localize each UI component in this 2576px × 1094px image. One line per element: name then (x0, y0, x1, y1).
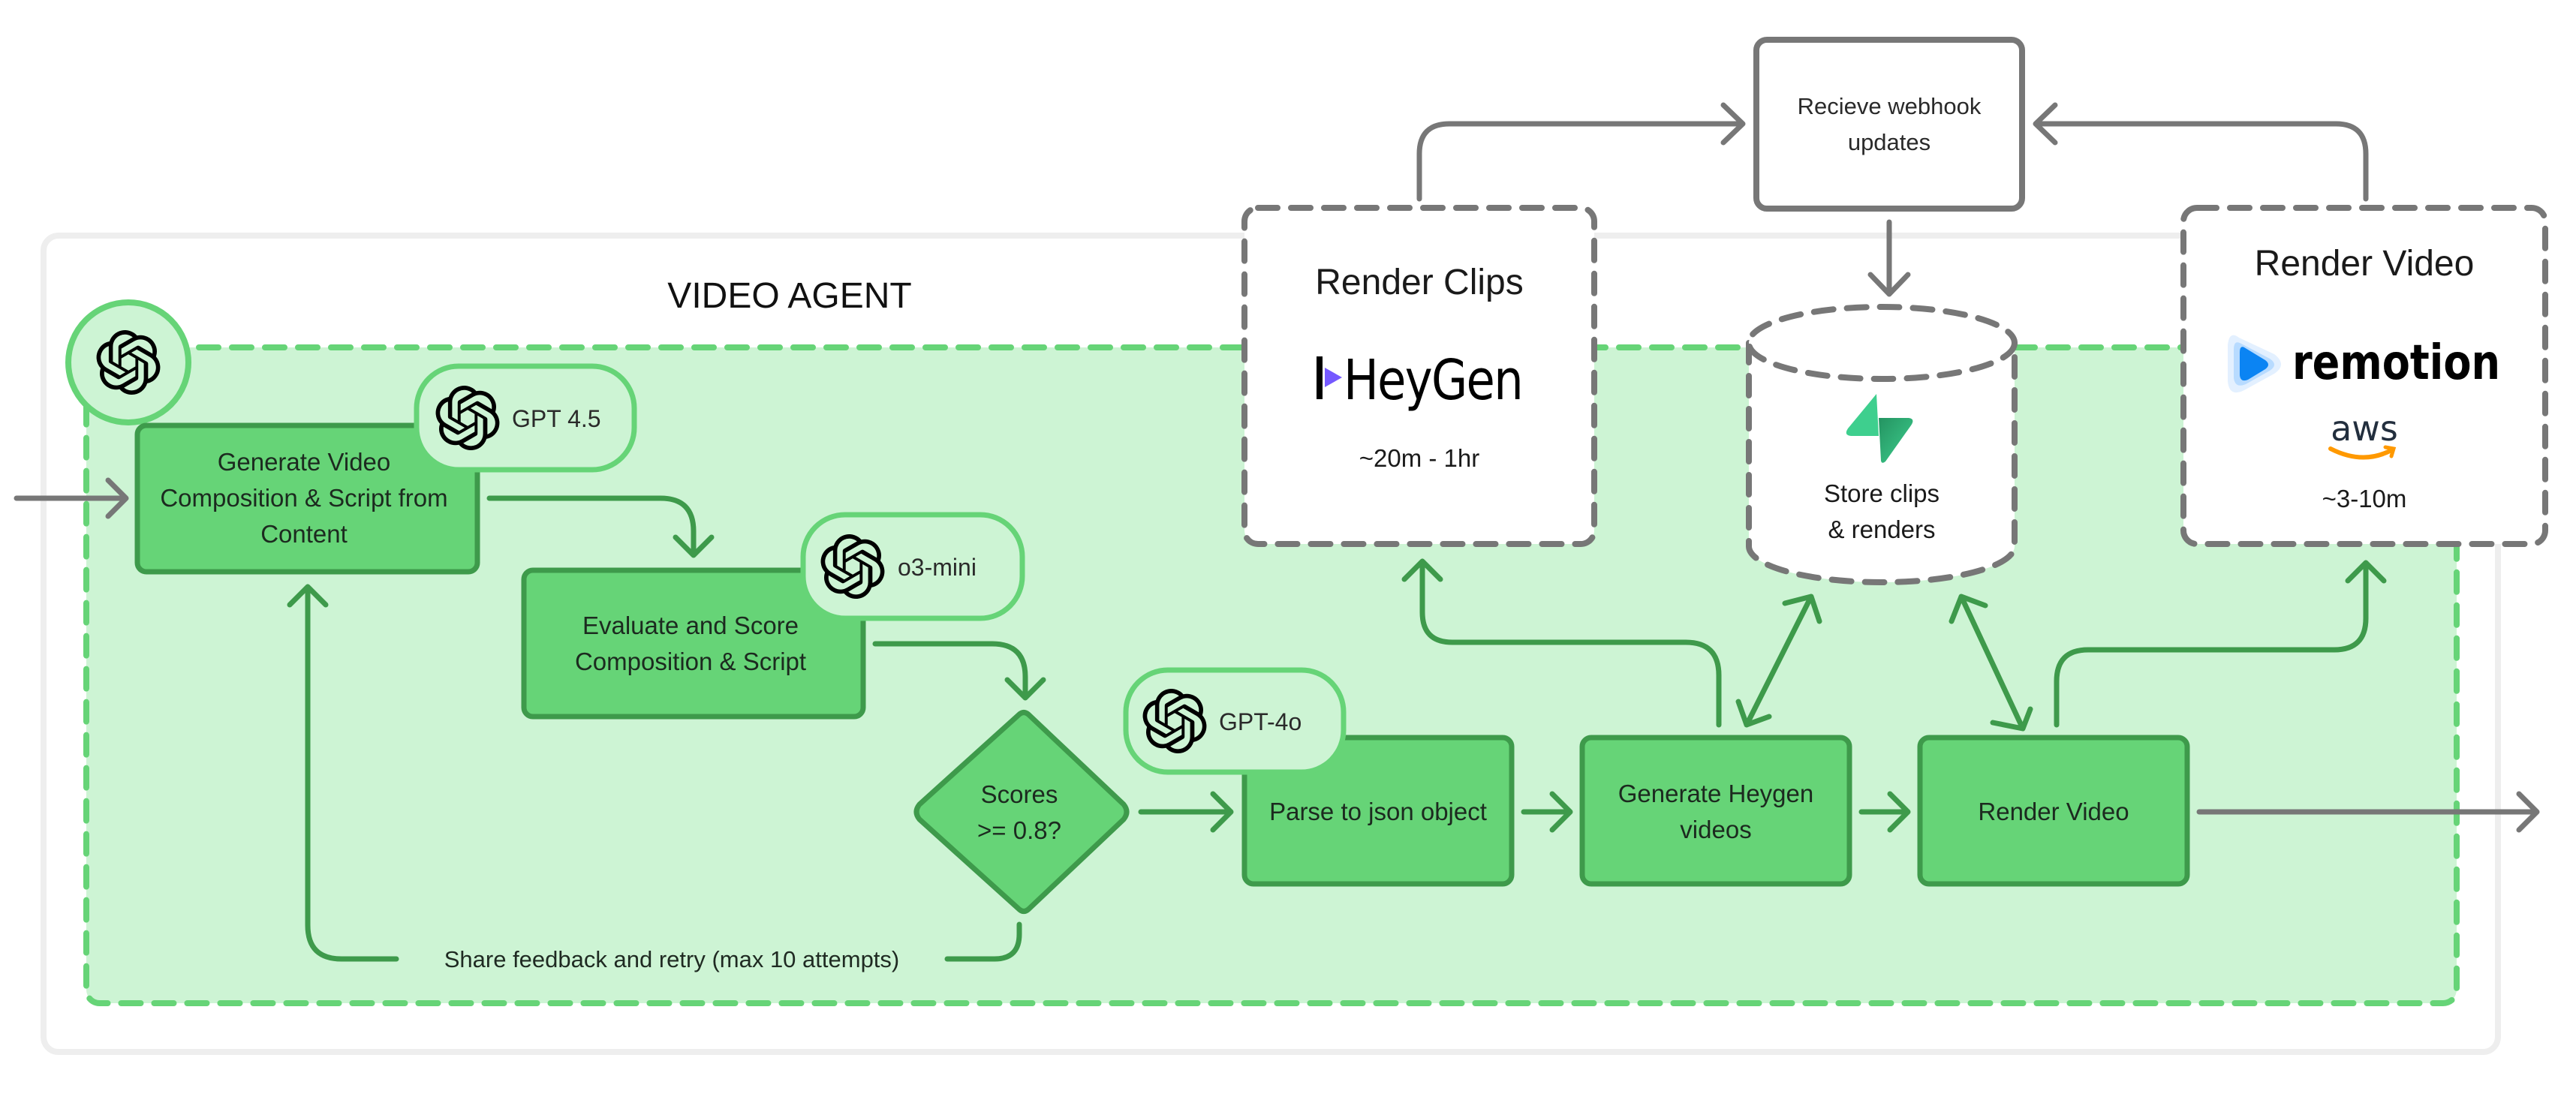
render-to-remotion-arrow (2054, 560, 2387, 728)
retry-feedback-arrow-left (287, 584, 399, 962)
render-storage-bidirectional-arrow (1949, 594, 2033, 732)
aws-logo-text: aws (2331, 408, 2398, 449)
storage-node[interactable]: Store clips & renders (1746, 304, 2018, 585)
generate-heygen-node[interactable]: Generate Heygen videos (1579, 735, 1852, 887)
evaluate-label-line-2: Composition & Script (575, 648, 806, 675)
decision-to-parse-arrow (1138, 791, 1234, 833)
webhook-to-storage-arrow (1867, 219, 1911, 297)
input-arrow (14, 477, 129, 519)
render-clips-service[interactable]: Render Clips HeyGen ~20m - 1hr (1241, 205, 1597, 547)
render-label: Render Video (1978, 798, 2129, 825)
heygen-label-line-1: Generate Heygen (1618, 780, 1814, 807)
evaluate-script-node[interactable]: Evaluate and Score Composition & Script (521, 567, 866, 720)
parse-json-node[interactable]: Parse to json object (1241, 735, 1515, 887)
decision-label-line-1: Scores (981, 780, 1058, 808)
render-video-duration: ~3-10m (2322, 485, 2407, 512)
heygen-logo-text: HeyGen (1344, 348, 1522, 413)
storage-label-line-1: Store clips (1824, 479, 1940, 507)
model-label: o3-mini (898, 554, 977, 581)
model-label: GPT-4o (1219, 708, 1302, 735)
diagram-title: VIDEO AGENT (667, 276, 911, 316)
model-badge-o3-mini: o3-mini (800, 512, 1025, 621)
render-clips-duration: ~20m - 1hr (1359, 444, 1480, 472)
model-badge-gpt-4o: GPT-4o (1123, 667, 1347, 775)
generate-label-line-1: Generate Video (218, 448, 391, 476)
heygen-logo: HeyGen (1317, 348, 1524, 413)
render-to-webhook-arrow (2033, 102, 2369, 202)
webhook-node[interactable]: Recieve webhook updates (1753, 37, 2025, 212)
model-label: GPT 4.5 (512, 405, 601, 432)
retry-feedback-label: Share feedback and retry (max 10 attempt… (444, 946, 900, 972)
clips-to-webhook-arrow (1416, 102, 1746, 202)
heygen-label-line-2: videos (1680, 816, 1751, 843)
parse-to-heygen-arrow (1521, 791, 1573, 833)
heygen-to-render-arrow (1858, 791, 1911, 833)
generate-script-node[interactable]: Generate Video Composition & Script from… (134, 422, 480, 575)
render-video-title: Render Video (2255, 244, 2475, 284)
output-arrow (2196, 791, 2540, 833)
generate-to-evaluate-arrow (486, 495, 715, 558)
aws-logo: aws (2328, 408, 2398, 460)
webhook-label-line-2: updates (1848, 129, 1930, 155)
supabase-logo-icon (1846, 394, 1913, 463)
remotion-logo: remotion (2228, 335, 2500, 393)
decision-label-line-2: >= 0.8? (977, 816, 1061, 844)
parse-label: Parse to json object (1269, 798, 1487, 825)
heygen-to-clips-arrow (1401, 558, 1722, 728)
render-clips-title: Render Clips (1315, 263, 1523, 302)
render-video-service[interactable]: Render Video remotion aws ~3-10m (2180, 205, 2548, 547)
heygen-storage-bidirectional-arrow (1735, 594, 1822, 728)
evaluate-to-decision-arrow (872, 641, 1046, 701)
render-video-node[interactable]: Render Video (1917, 735, 2190, 887)
model-badge-gpt-4-5: GPT 4.5 (414, 363, 637, 473)
score-decision-node[interactable]: Scores >= 0.8? (913, 710, 1130, 914)
generate-label-line-2: Composition & Script from (160, 484, 447, 512)
remotion-logo-text: remotion (2292, 335, 2500, 391)
webhook-label-line-1: Recieve webhook (1798, 93, 1982, 119)
evaluate-label-line-1: Evaluate and Score (582, 612, 799, 639)
generate-label-line-3: Content (260, 520, 348, 548)
agent-badge (65, 299, 191, 425)
retry-feedback-arrow-right (944, 921, 1022, 962)
storage-label-line-2: & renders (1828, 515, 1935, 543)
